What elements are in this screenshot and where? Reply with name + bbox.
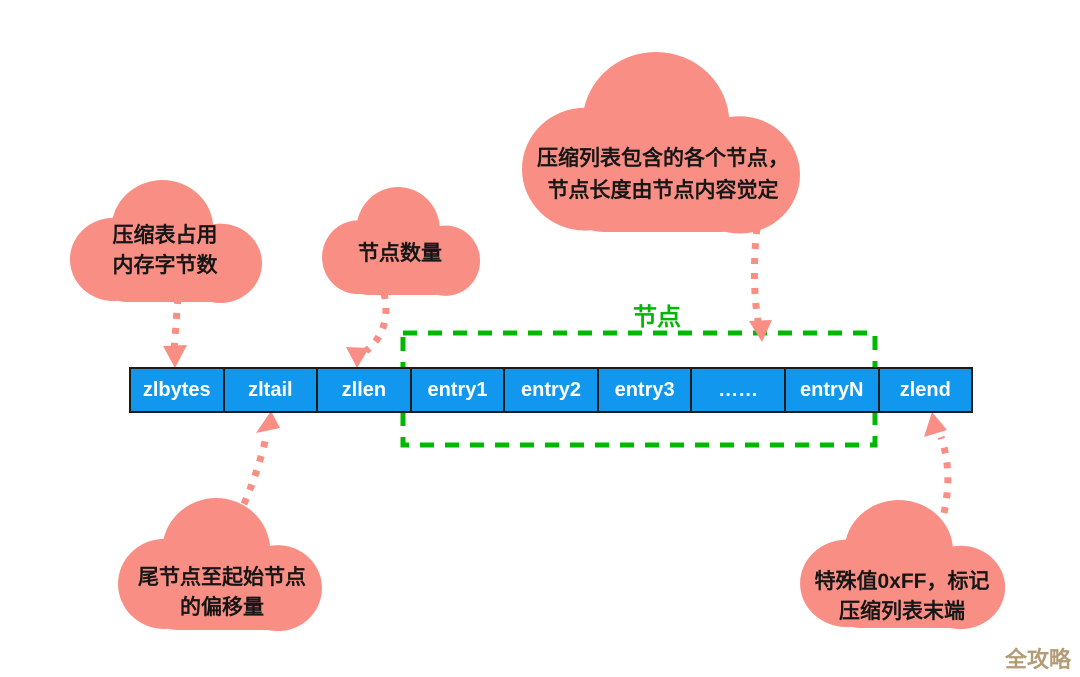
bar-cell-entryN: entryN: [785, 369, 880, 411]
arrowhead-zltail: [256, 411, 280, 433]
bar-cell-zllen: zllen: [318, 369, 412, 411]
arrow-line-entries: [750, 227, 763, 328]
bar-cell-zlbytes: zlbytes: [131, 369, 225, 411]
callout-zlbytes-text: 压缩表占用 内存字节数: [112, 224, 218, 277]
arrowhead-zlend: [924, 412, 947, 437]
bar-cell-zltail: zltail: [224, 369, 319, 411]
watermark-text: 全攻略: [1005, 647, 1072, 672]
arrowhead-zlbytes: [163, 345, 187, 368]
bar-cell-entry2: entry2: [505, 369, 599, 411]
arrowhead-entries: [749, 320, 772, 342]
node-group-label: 节点: [633, 304, 681, 331]
arrow-line-zlend: [937, 435, 952, 514]
arrow-line-zllen: [363, 292, 390, 354]
callout-entries-text: 压缩列表包含的各个节点， 节点长度由节点内容觉定: [537, 147, 789, 202]
bar-cell-entry3: entry3: [598, 369, 693, 411]
bar-cell-entry1: entry1: [411, 369, 506, 411]
arrow-line-zlbytes: [170, 297, 182, 351]
ziplist-bar: zlbytes zltail zllen entry1 entry2 entry…: [129, 367, 973, 413]
callout-zlend-text: 特殊值0xFF，标记 压缩列表末端: [814, 570, 990, 623]
callout-zltail-text: 尾节点至起始节点 的偏移量: [138, 566, 306, 619]
bar-cell-ellipsis: ……: [692, 369, 786, 411]
arrowhead-zllen: [346, 347, 369, 368]
callout-zllen-text: 节点数量: [358, 242, 442, 265]
arrow-line-zltail: [240, 436, 270, 506]
bar-cell-zlend: zlend: [879, 369, 972, 411]
